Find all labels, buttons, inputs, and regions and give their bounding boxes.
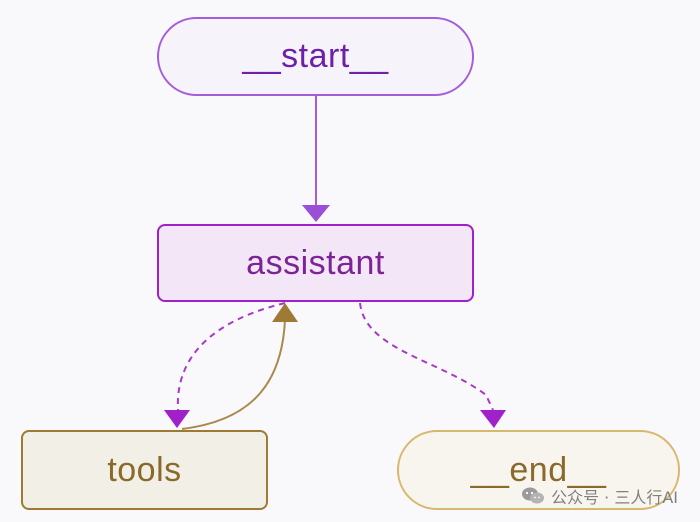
arrowhead-start-to-assistant (302, 205, 330, 222)
edge-assistant-to-tools (176, 302, 286, 411)
node-assistant[interactable]: assistant (157, 224, 474, 302)
wechat-icon (522, 487, 545, 504)
node-assistant-label: assistant (246, 243, 385, 282)
node-end[interactable]: __end__ (397, 430, 680, 510)
node-start[interactable]: __start__ (157, 17, 474, 96)
arrowhead-tools-to-assistant (272, 303, 298, 322)
watermark-text: 公众号 · 三人行AI (551, 488, 678, 507)
node-start-label: __start__ (242, 37, 389, 75)
node-tools-label: tools (107, 450, 182, 489)
watermark: 公众号 · 三人行AI (521, 484, 678, 508)
node-tools[interactable]: tools (21, 430, 268, 510)
edge-tools-to-assistant (181, 319, 286, 430)
arrowhead-assistant-to-tools (164, 410, 190, 428)
arrowhead-assistant-to-end (480, 410, 506, 428)
edge-assistant-to-end (359, 302, 494, 411)
node-end-label: __end__ (470, 450, 607, 489)
